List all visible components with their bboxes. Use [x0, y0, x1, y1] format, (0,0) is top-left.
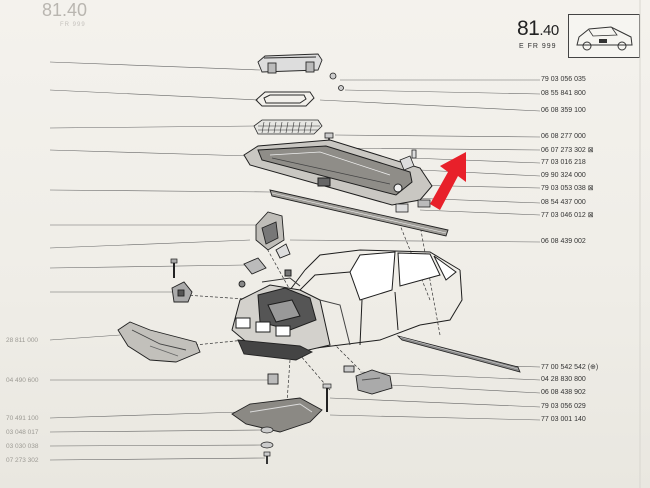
- part-number: 06 08 277 000: [541, 133, 586, 140]
- part-number: 06 08 439 002: [541, 238, 586, 245]
- part-clip-a: [275, 243, 291, 259]
- part-bracket-mid: [171, 281, 193, 303]
- part-car-body: [231, 249, 463, 353]
- left-margin-number: 04 490 600: [6, 377, 39, 384]
- part-small-plate: [238, 257, 267, 288]
- red-arrow-icon: [430, 152, 466, 210]
- part-top-cover: [257, 53, 323, 74]
- part-number: 79 03 053 038 ⊠: [541, 185, 594, 192]
- left-margin-number: 03 030 038: [6, 443, 39, 450]
- page-number-main: 81: [517, 17, 540, 40]
- part-stud: [170, 258, 178, 278]
- part-number: 77 03 046 012 ⊠: [541, 212, 594, 219]
- part-number: 09 90 324 000: [541, 172, 586, 179]
- part-number: 77 03 016 218: [541, 159, 586, 166]
- part-bracket-left: [255, 211, 285, 251]
- leader-lines: [49, 61, 541, 461]
- part-weatherstrip: [269, 189, 449, 237]
- part-grille-mesh: [253, 119, 323, 135]
- part-number: 77 00 542 542 (⊕): [541, 364, 599, 371]
- left-margin-number: 28 811 000: [6, 337, 39, 344]
- part-gasket-frame: [255, 91, 315, 107]
- part-inner-wing: [117, 321, 201, 363]
- car-thumbnail-icon: [568, 14, 640, 58]
- part-number: 06 07 273 302 ⊠: [541, 147, 594, 154]
- part-number: 06 08 359 100: [541, 107, 586, 114]
- left-margin-number: 03 048 017: [6, 429, 39, 436]
- page-number-decimal: .40: [539, 22, 559, 39]
- part-rear-bracket: [343, 365, 393, 395]
- part-scuttle-panel: [243, 139, 433, 206]
- part-number: 79 03 056 035: [541, 76, 586, 83]
- part-number: 08 54 437 000: [541, 199, 586, 206]
- part-clips-right: [395, 149, 431, 213]
- part-screw-1: [329, 72, 344, 91]
- part-number: 77 03 001 140: [541, 416, 586, 423]
- part-number: 06 08 438 902: [541, 389, 586, 396]
- left-margin-number: 07 273 302: [6, 457, 39, 464]
- faded-page-number: 81.40: [42, 0, 88, 20]
- part-crossmember: [237, 339, 314, 361]
- part-bolts-bottom: [260, 383, 332, 464]
- part-number: 79 03 056 029: [541, 403, 586, 410]
- page-number: 81.40: [517, 17, 559, 41]
- left-margin-number: 70 491 100: [6, 415, 39, 422]
- page-sub-label: E FR 999: [519, 43, 557, 50]
- part-number: 08 55 841 800: [541, 90, 586, 97]
- part-number: 04 28 830 800: [541, 376, 586, 383]
- faded-page-sub: FR 999: [60, 22, 86, 28]
- part-roof-moulding: [396, 335, 521, 373]
- part-under-tray: [231, 373, 323, 433]
